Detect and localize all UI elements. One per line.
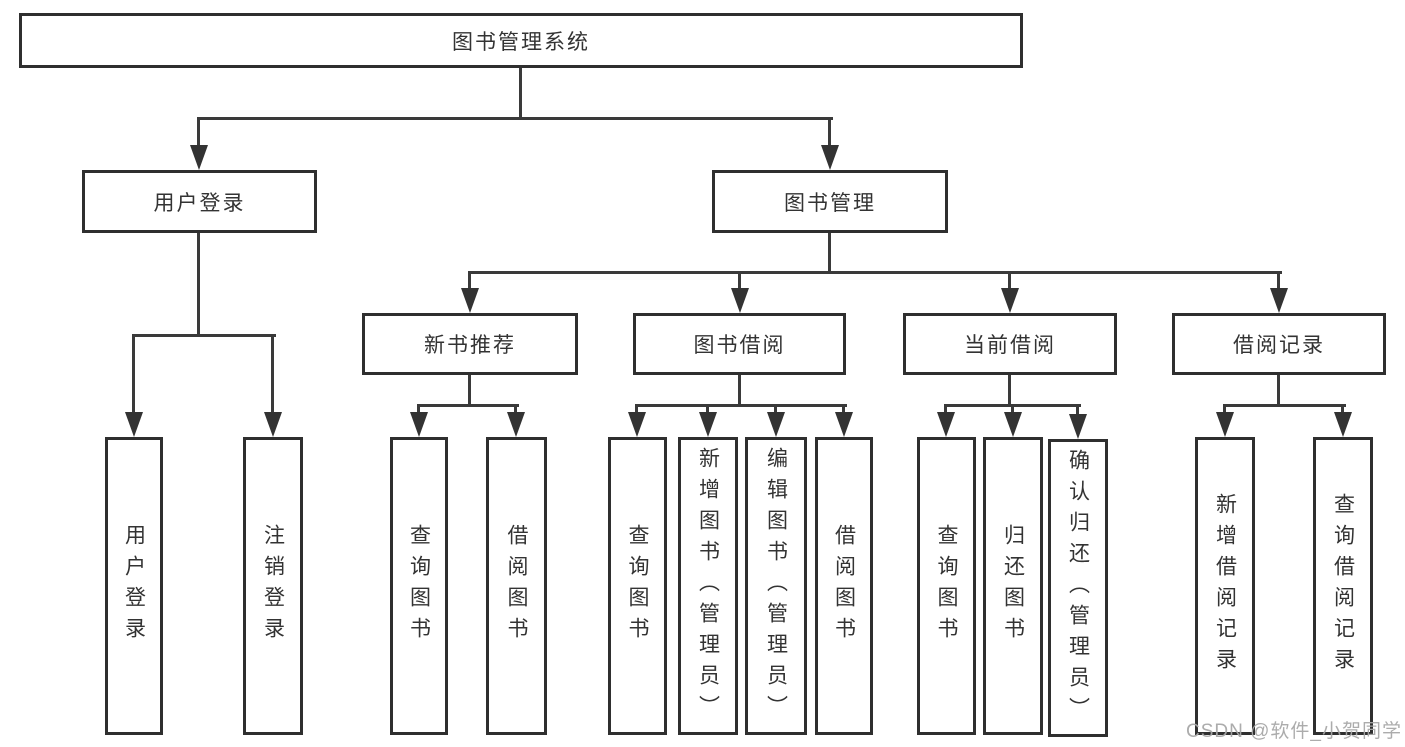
node-root-library-management-system: 图书管理系统 [19,13,1023,68]
leaf-query-books-recommend: 查询图书 [390,437,448,735]
leaf-confirm-return-admin: 确认归还（管理员） [1048,439,1108,737]
connector-records-trunk [1277,375,1280,407]
connector-drop-book-management [828,117,831,149]
arrow-down-icon [410,412,428,437]
leaf-query-borrow-record: 查询借阅记录 [1313,437,1373,735]
arrow-down-icon [461,288,479,313]
connector-drop-leaf [1076,404,1079,416]
connector-user-login-trunk [197,233,200,337]
arrow-down-icon [1004,412,1022,437]
leaf-user-login: 用户登录 [105,437,163,735]
arrow-down-icon [1001,288,1019,313]
arrow-down-icon [264,412,282,437]
arrow-down-icon [1334,412,1352,437]
connector-drop-leaf [944,404,947,416]
node-current-borrowing: 当前借阅 [903,313,1117,375]
arrow-down-icon [835,412,853,437]
leaf-add-books-admin: 新增图书（管理员） [678,437,738,735]
node-new-book-recommendation: 新书推荐 [362,313,578,375]
leaf-borrow-books-recommend: 借阅图书 [486,437,547,735]
csdn-watermark: CSDN @软件_小贺同学 [1186,721,1402,742]
arrow-down-icon [699,412,717,437]
connector-recommend-trunk [468,375,471,407]
node-book-management: 图书管理 [712,170,948,233]
leaf-query-books-borrow: 查询图书 [608,437,667,735]
arrow-down-icon [937,412,955,437]
arrow-down-icon [507,412,525,437]
connector-drop-leaf [1341,404,1344,416]
leaf-logout: 注销登录 [243,437,303,735]
connector-drop-user-login [197,117,200,149]
connector-drop-leaf [842,404,845,416]
connector-drop-level3 [1277,271,1280,291]
arrow-down-icon [1270,288,1288,313]
connector-current-trunk [1008,375,1011,407]
connector-drop-level3 [1008,271,1011,291]
leaf-query-books-current: 查询图书 [917,437,976,735]
connector-level2-hline [197,117,833,120]
leaf-borrow-books: 借阅图书 [815,437,873,735]
arrow-down-icon [1216,412,1234,437]
connector-root-trunk [519,68,522,120]
connector-book-management-trunk [828,233,831,274]
arrow-down-icon [821,145,839,170]
connector-drop-leaf [1011,404,1014,416]
connector-drop-leaf [635,404,638,416]
connector-drop-leaf [706,404,709,416]
connector-drop-leaf [417,404,420,416]
node-borrowing-records: 借阅记录 [1172,313,1386,375]
node-book-borrowing: 图书借阅 [633,313,846,375]
connector-drop-leaf [1223,404,1226,416]
connector-borrowing-trunk [738,375,741,407]
connector-level3-hline [468,271,1282,274]
connector-user-login-hline [132,334,276,337]
connector-drop-level3 [738,271,741,291]
connector-drop-leaf [132,334,135,414]
connector-recommend-hline [417,404,519,407]
connector-drop-leaf [774,404,777,416]
connector-drop-leaf [271,334,274,414]
arrow-down-icon [1069,414,1087,439]
arrow-down-icon [767,412,785,437]
leaf-add-borrow-record: 新增借阅记录 [1195,437,1255,735]
connector-borrowing-hline [635,404,847,407]
arrow-down-icon [125,412,143,437]
leaf-edit-books-admin: 编辑图书（管理员） [745,437,807,735]
arrow-down-icon [731,288,749,313]
arrow-down-icon [628,412,646,437]
connector-records-hline [1223,404,1346,407]
arrow-down-icon [190,145,208,170]
connector-drop-level3 [468,271,471,291]
node-user-login: 用户登录 [82,170,317,233]
connector-drop-leaf [514,404,517,416]
leaf-return-books: 归还图书 [983,437,1043,735]
